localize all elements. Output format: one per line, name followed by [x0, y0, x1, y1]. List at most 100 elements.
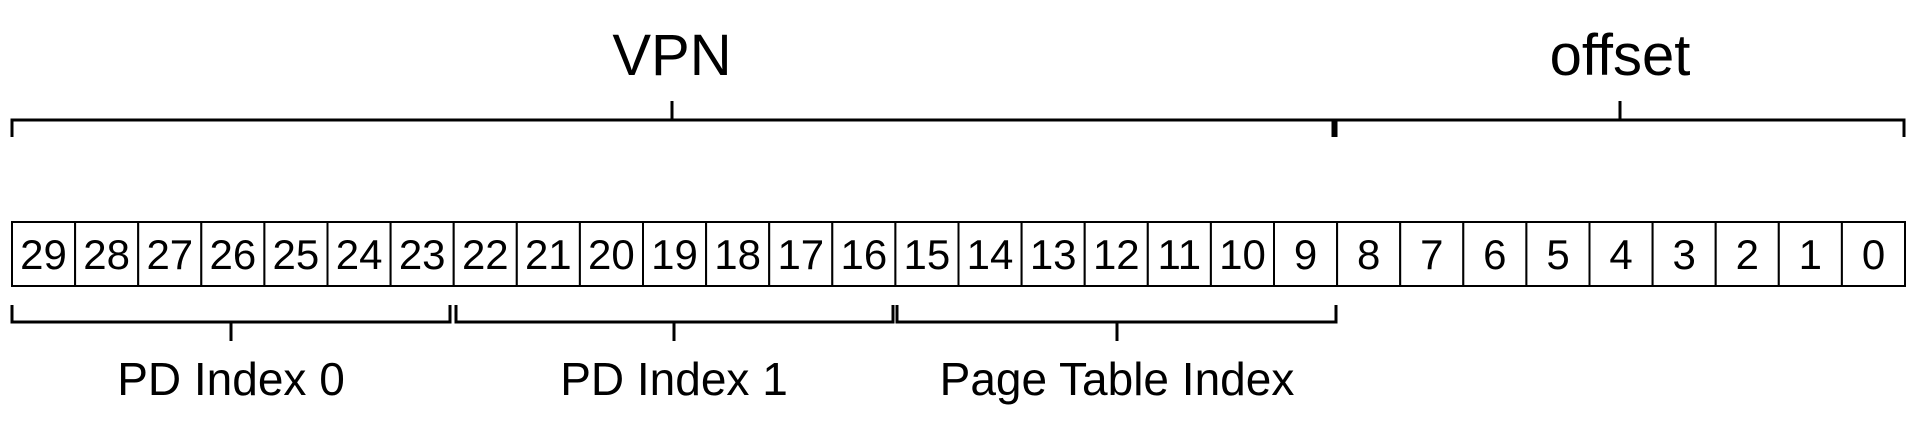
bit-cell: 19 [642, 221, 708, 287]
bit-cell: 16 [831, 221, 897, 287]
bit-cell: 8 [1336, 221, 1402, 287]
bit-cell-box [452, 221, 518, 287]
bit-number: 9 [1294, 231, 1317, 278]
bit-number: 18 [714, 231, 761, 278]
pd-index-1-label: PD Index 1 [560, 353, 788, 405]
bit-cell-box [705, 221, 771, 287]
bit-cell: 26 [200, 221, 266, 287]
bit-number: 29 [20, 231, 67, 278]
bit-cell: 14 [957, 221, 1023, 287]
bit-cell: 27 [137, 221, 203, 287]
bit-cell-box [768, 221, 834, 287]
bit-cell-box [1651, 221, 1717, 287]
bit-cell: 20 [578, 221, 645, 287]
bit-number: 15 [904, 231, 951, 278]
bit-number: 22 [462, 231, 509, 278]
top-field-vpn: VPN [10, 23, 1335, 137]
bit-cell-box [1840, 221, 1907, 287]
bit-cell: 10 [1209, 221, 1276, 287]
offset-bracket [1334, 101, 1906, 137]
bit-number: 2 [1736, 231, 1759, 278]
bit-number: 5 [1546, 231, 1569, 278]
bit-cell: 29 [11, 221, 77, 287]
bit-cell-box [1020, 221, 1086, 287]
bit-cell: 25 [263, 221, 329, 287]
page-table-index-bracket [895, 305, 1338, 341]
bit-cell-box [1525, 221, 1591, 287]
bit-number: 3 [1673, 231, 1696, 278]
bit-number: 21 [525, 231, 572, 278]
bit-number: 23 [399, 231, 446, 278]
bit-cell: 9 [1273, 221, 1339, 287]
bottom-field-pd-index-0: PD Index 0 [10, 305, 452, 405]
offset-label: offset [1550, 23, 1691, 88]
pd-index-0-label: PD Index 0 [117, 353, 345, 405]
bit-number: 20 [588, 231, 635, 278]
bit-number: 12 [1093, 231, 1140, 278]
bottom-field-pd-index-1: PD Index 1 [454, 305, 895, 405]
bit-cell-box [1209, 221, 1276, 287]
bit-cell: 11 [1146, 221, 1212, 287]
bit-cell: 2 [1714, 221, 1780, 287]
bit-cell-box [957, 221, 1023, 287]
bit-number: 14 [967, 231, 1014, 278]
bit-cell: 22 [452, 221, 518, 287]
bit-cell: 21 [515, 221, 581, 287]
bit-number: 17 [777, 231, 824, 278]
bit-cell: 15 [894, 221, 960, 287]
bit-cell-box [137, 221, 203, 287]
bit-cell-box [1714, 221, 1780, 287]
bit-cell: 3 [1651, 221, 1717, 287]
bit-number: 13 [1030, 231, 1077, 278]
bit-number: 8 [1357, 231, 1380, 278]
bit-number: 25 [273, 231, 320, 278]
bit-number: 27 [146, 231, 193, 278]
bit-cell-box [326, 221, 392, 287]
bit-cell: 13 [1020, 221, 1086, 287]
bit-number: 10 [1219, 231, 1266, 278]
bit-cell: 24 [326, 221, 392, 287]
bit-number: 7 [1420, 231, 1443, 278]
bit-cell: 6 [1462, 221, 1528, 287]
bit-number: 11 [1157, 231, 1201, 278]
bit-number: 26 [210, 231, 257, 278]
bit-cell-box [263, 221, 329, 287]
bit-number: 1 [1799, 231, 1822, 278]
bit-cell-box [1336, 221, 1402, 287]
bit-cell: 12 [1083, 221, 1149, 287]
top-field-offset: offset [1334, 23, 1906, 137]
bit-cell: 28 [74, 221, 140, 287]
bit-cell-box [389, 221, 455, 287]
bit-cell-box [578, 221, 645, 287]
bit-cell-box [831, 221, 897, 287]
bit-cell: 18 [705, 221, 771, 287]
bit-cell-box [11, 221, 77, 287]
bit-cell-box [1146, 221, 1212, 287]
bit-cell: 1 [1777, 221, 1843, 287]
bottom-field-page-table-index: Page Table Index [895, 305, 1338, 405]
bit-number: 0 [1862, 231, 1885, 278]
bit-number: 19 [651, 231, 698, 278]
bit-cell-box [1777, 221, 1843, 287]
bit-cell: 4 [1588, 221, 1654, 287]
bit-cell: 7 [1399, 221, 1465, 287]
vpn-label: VPN [612, 23, 731, 88]
bit-cell: 5 [1525, 221, 1591, 287]
bit-cell-box [515, 221, 581, 287]
bit-cell: 0 [1840, 221, 1907, 287]
bit-cell-box [1273, 221, 1339, 287]
vpn-bracket [10, 101, 1335, 137]
bit-cell: 23 [389, 221, 455, 287]
pd-index-0-bracket [10, 305, 452, 341]
pd-index-1-bracket [454, 305, 895, 341]
bit-number: 16 [841, 231, 888, 278]
bit-number: 24 [336, 231, 383, 278]
bit-number: 6 [1483, 231, 1506, 278]
page-table-index-label: Page Table Index [940, 353, 1295, 405]
bit-cell-box [74, 221, 140, 287]
bit-cell: 17 [768, 221, 834, 287]
bit-cell-box [1399, 221, 1465, 287]
bit-number: 28 [83, 231, 130, 278]
